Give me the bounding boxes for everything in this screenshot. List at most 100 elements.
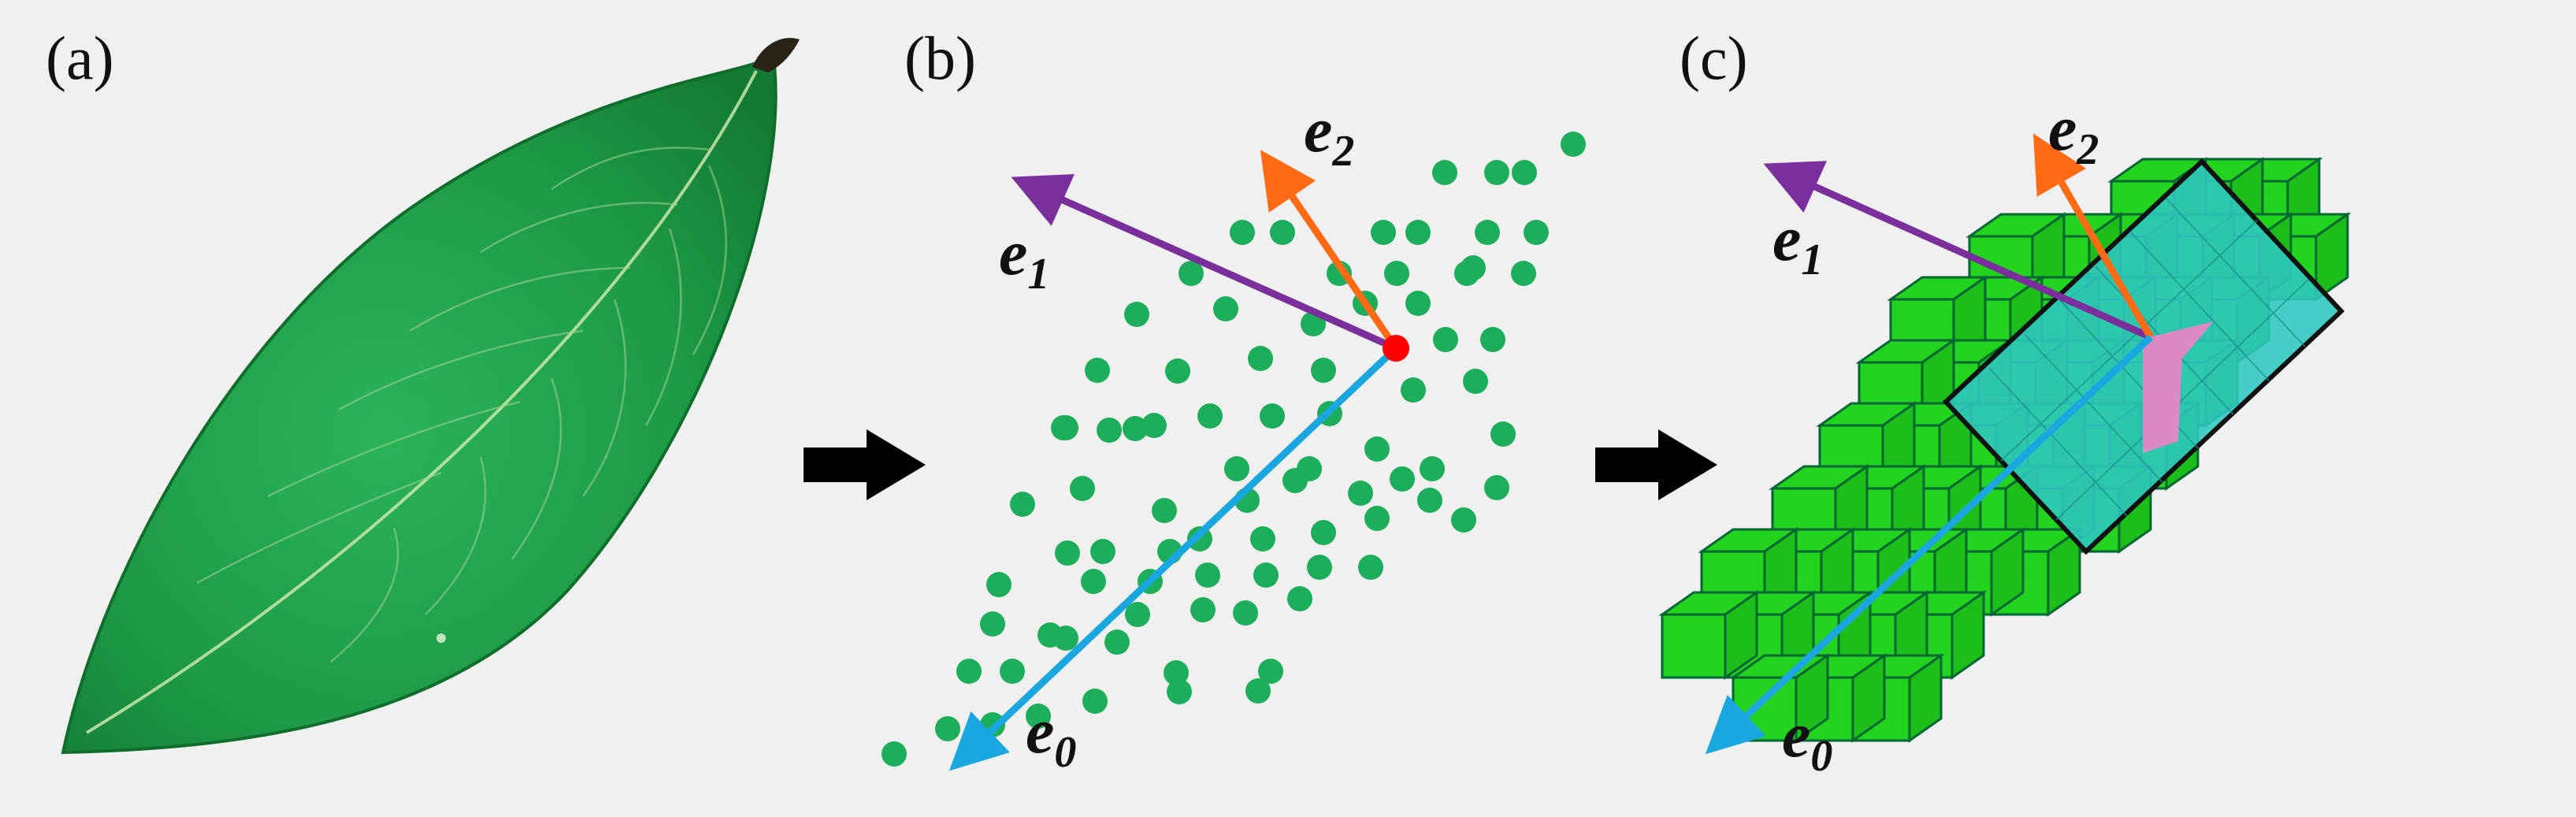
point — [1461, 255, 1486, 280]
vector-e2-label: e2 — [2048, 92, 2099, 174]
point — [1311, 520, 1336, 545]
point — [1420, 456, 1445, 481]
point — [1190, 597, 1216, 622]
point — [980, 611, 1005, 637]
point — [1480, 327, 1505, 352]
point — [1167, 679, 1192, 704]
point — [1390, 466, 1415, 492]
point — [1104, 629, 1130, 655]
point — [1401, 377, 1426, 403]
vector-e2-label: e2 — [1304, 94, 1354, 176]
point — [1197, 403, 1223, 429]
point — [1282, 468, 1308, 493]
point — [1010, 492, 1035, 517]
panel-b: (b) e1 e2 e0 — [882, 24, 1586, 777]
point-cloud — [882, 132, 1586, 767]
point — [1484, 475, 1509, 500]
point — [1364, 436, 1390, 462]
voxel — [1658, 590, 1761, 680]
point — [1141, 413, 1167, 438]
voxel — [1729, 653, 1832, 743]
panel-c: (c) e1 e2 e0 — [1658, 24, 2351, 781]
point — [1195, 563, 1220, 588]
point — [1512, 160, 1537, 185]
point — [1090, 539, 1115, 564]
point — [1307, 555, 1332, 580]
panel-b-label: (b) — [904, 24, 976, 92]
point — [1524, 220, 1549, 245]
point — [1070, 476, 1095, 501]
vector-e2-arrow — [2033, 133, 2154, 340]
point — [1358, 555, 1383, 580]
point — [1451, 507, 1476, 533]
point — [882, 741, 907, 767]
vector-e0-label: e0 — [1782, 699, 1832, 781]
point — [1311, 358, 1336, 383]
point — [1124, 302, 1149, 327]
point — [1125, 602, 1150, 627]
point — [1287, 586, 1312, 611]
point — [1348, 481, 1373, 506]
point — [1164, 660, 1189, 685]
arrow-right-icon — [1595, 429, 1717, 500]
point — [956, 659, 982, 684]
point — [935, 716, 960, 741]
point — [1053, 626, 1078, 651]
panel-a: (a) — [46, 24, 800, 755]
plane-highlight — [2143, 321, 2214, 453]
point — [1384, 261, 1409, 286]
point — [1085, 358, 1110, 383]
point — [1405, 291, 1431, 316]
point — [1260, 403, 1285, 429]
arrow-right-icon — [804, 429, 926, 500]
point — [1490, 421, 1516, 447]
point — [1179, 261, 1204, 286]
point — [1433, 327, 1458, 352]
point — [1484, 160, 1509, 185]
point — [1081, 569, 1106, 594]
point — [986, 572, 1011, 597]
point — [1213, 296, 1238, 321]
point — [1224, 456, 1249, 481]
point — [1245, 678, 1271, 704]
point — [1405, 220, 1431, 245]
point — [1026, 704, 1051, 729]
panel-c-label: (c) — [1680, 24, 1748, 92]
point — [1055, 540, 1080, 566]
vector-e2-arrow — [1260, 150, 1399, 351]
point — [1165, 358, 1190, 384]
point — [1463, 369, 1488, 394]
leaf-image — [61, 38, 800, 755]
point — [1248, 346, 1273, 371]
point — [1053, 415, 1078, 440]
vector-e1-label: e1 — [1772, 202, 1823, 284]
point — [1432, 160, 1457, 185]
point — [1475, 220, 1500, 245]
point — [1097, 418, 1122, 443]
point — [1371, 220, 1396, 245]
point — [1233, 600, 1258, 626]
panel-a-label: (a) — [46, 24, 114, 92]
point — [1561, 132, 1586, 157]
center-point — [1383, 335, 1409, 362]
vector-e1-label: e1 — [999, 217, 1049, 299]
vector-e0-label: e0 — [1026, 695, 1076, 777]
vector-e1-arrow — [1763, 161, 2152, 341]
vector-e0-arrow — [1705, 334, 2154, 755]
point — [1230, 220, 1255, 245]
point — [1123, 416, 1148, 441]
point — [1258, 659, 1283, 684]
point — [1152, 498, 1177, 523]
point — [1364, 506, 1390, 531]
point — [1511, 261, 1536, 286]
vector-e1-arrow — [1011, 174, 1397, 352]
point — [1000, 659, 1025, 684]
point — [1270, 220, 1295, 245]
fitted-plane — [1942, 158, 2345, 555]
point — [1082, 689, 1108, 714]
point — [1250, 526, 1275, 551]
vector-e0-arrow — [948, 345, 1399, 771]
point — [1253, 563, 1279, 588]
point — [1417, 488, 1442, 513]
